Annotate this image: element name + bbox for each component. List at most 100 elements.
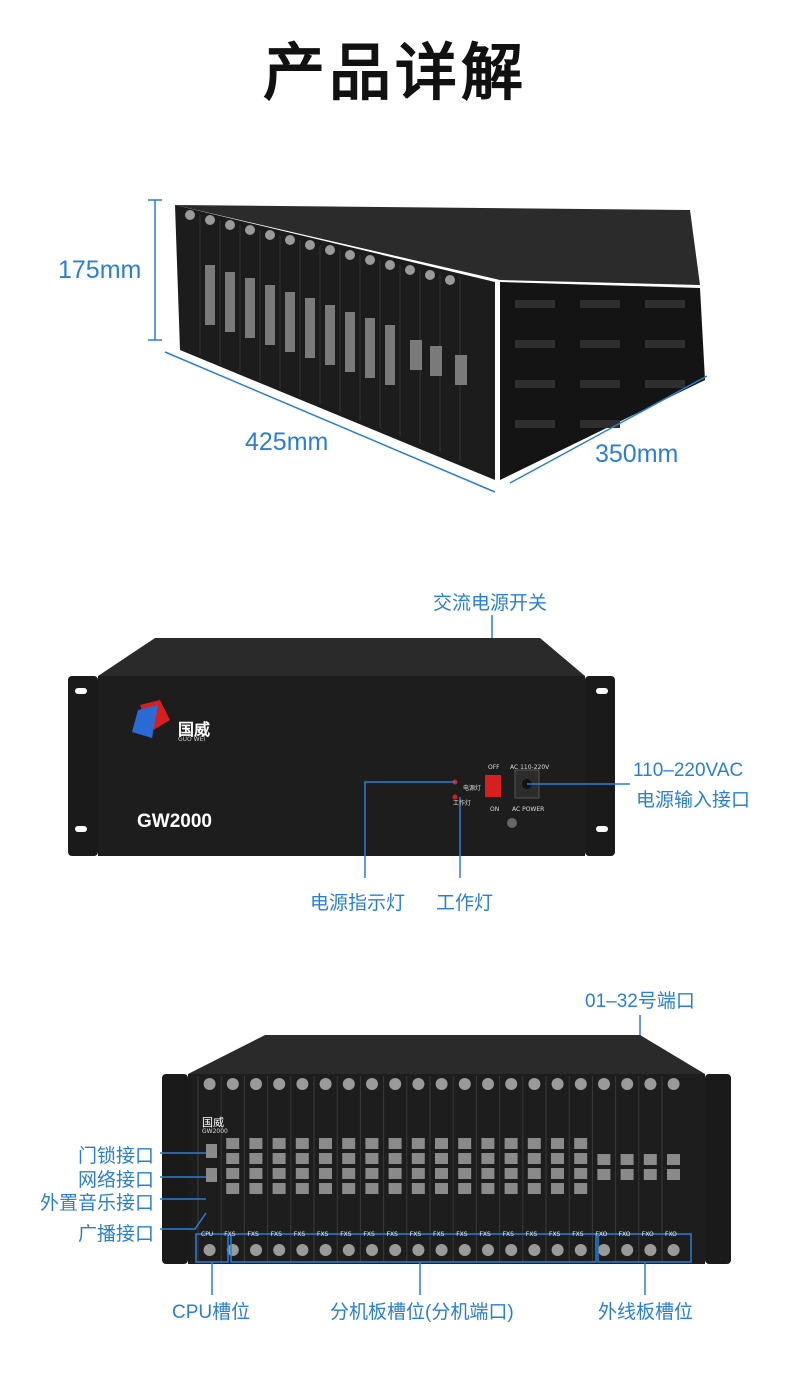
rj11-port (411, 1153, 425, 1164)
callout-network: 网络接口 (78, 1170, 155, 1191)
slot-label: FXS (317, 1231, 329, 1238)
rj11-port (481, 1138, 495, 1149)
rj11-port (272, 1183, 286, 1194)
slot-screw-knob (273, 1244, 286, 1256)
callout-cpu-slot: CPU槽位 (172, 1302, 251, 1323)
slot-screw-knob (574, 1244, 587, 1256)
slot-screw-knob (250, 1078, 262, 1090)
rear-brand-name: 国威 (202, 1116, 224, 1129)
rj11-port (551, 1183, 564, 1194)
rj11-port (295, 1138, 309, 1149)
rj11-port (481, 1153, 495, 1164)
led-power-label: 电源灯 (463, 785, 482, 792)
cpu-port (206, 1144, 217, 1158)
slot-screw-knob (574, 1078, 587, 1090)
height-dimension: 175mm (58, 256, 142, 284)
brand-sub: GUO WEI (178, 736, 206, 743)
rear-panel-image (160, 1015, 731, 1295)
slot-label: FXS (549, 1231, 561, 1238)
rj11-port (574, 1183, 588, 1194)
slot-screw-knob (505, 1078, 518, 1090)
ac-range-label: AC 110-220V (510, 764, 550, 771)
rj11-port (574, 1153, 588, 1164)
slot-screw-knob (296, 1244, 309, 1256)
slot-screw-knob (644, 1244, 657, 1256)
slot-screw-knob (505, 1244, 518, 1256)
slot-screw-knob (296, 1078, 309, 1090)
rj11-port (481, 1168, 495, 1179)
rj11-port (342, 1153, 356, 1164)
slot-screw-knob (250, 1244, 262, 1256)
rj11-port (295, 1153, 309, 1164)
width-dimension: 425mm (245, 428, 329, 456)
rj11-port (458, 1168, 472, 1179)
rj11-port (226, 1153, 240, 1164)
page-title: 产品详解 (262, 36, 527, 109)
rj11-port (504, 1138, 518, 1149)
rj11-port (481, 1183, 495, 1194)
rj11-port (458, 1153, 472, 1164)
slot-label: FXO (618, 1231, 631, 1238)
callout-ext-board-slot: 分机板槽位(分机端口) (330, 1302, 514, 1323)
rj11-port (435, 1153, 448, 1164)
slot-label: FXS (363, 1231, 375, 1238)
rj11-port (365, 1183, 379, 1194)
rj11-port (249, 1183, 263, 1194)
slot-label: CPU (201, 1231, 214, 1238)
rj11-port (365, 1138, 379, 1149)
callout-ac-input-1: 110–220VAC (633, 760, 744, 781)
rj11-port (667, 1169, 680, 1180)
slot-label: FXO (641, 1231, 654, 1238)
slot-screw-knob (342, 1244, 355, 1256)
slot-screw-knob (528, 1244, 541, 1256)
rj11-port (272, 1153, 286, 1164)
rj11-port (226, 1138, 240, 1149)
rj11-port (388, 1138, 402, 1149)
rj11-port (342, 1168, 356, 1179)
rj11-port (388, 1168, 402, 1179)
slot-screw-knob (203, 1078, 216, 1090)
rj11-port (295, 1168, 309, 1179)
slot-screw-knob (319, 1078, 332, 1090)
rj11-port (458, 1138, 472, 1149)
rj11-port (342, 1138, 356, 1149)
slot-screw-knob (551, 1078, 564, 1090)
slot-screw-knob (598, 1244, 610, 1256)
slot-screw-knob (528, 1078, 541, 1090)
rj11-port (551, 1153, 564, 1164)
slot-label: FXS (409, 1231, 422, 1238)
device-isometric-image (148, 199, 708, 493)
callout-power-indicator: 电源指示灯 (310, 893, 406, 914)
slot-screw-knob (435, 1244, 448, 1256)
rj11-port (249, 1153, 263, 1164)
slot-screw-knob (621, 1078, 634, 1090)
slot-screw-knob (667, 1078, 680, 1090)
slot-screw-knob (319, 1244, 332, 1256)
slot-label: FXS (502, 1231, 514, 1238)
model-label: GW2000 (137, 811, 212, 832)
slot-screw-knob (667, 1244, 680, 1256)
callout-door-lock: 门锁接口 (78, 1146, 155, 1167)
slot-screw-knob (598, 1078, 610, 1090)
slot-screw-knob (482, 1244, 494, 1256)
rj11-port (272, 1168, 286, 1179)
rj11-port (527, 1153, 541, 1164)
rj11-port (620, 1169, 634, 1180)
slot-screw-knob (389, 1078, 402, 1090)
rj11-port (458, 1183, 472, 1194)
switch-off-label: OFF (488, 764, 500, 771)
rj11-port (249, 1138, 263, 1149)
slot-screw-knob (366, 1244, 378, 1256)
slot-label: FXS (386, 1231, 398, 1238)
rj11-port (667, 1154, 680, 1165)
slot-screw-knob (551, 1244, 564, 1256)
slot-screw-knob (482, 1078, 494, 1090)
rj11-port (551, 1168, 564, 1179)
ac-power-label: AC POWER (512, 806, 545, 813)
slot-label: FXS (293, 1231, 306, 1238)
rj11-port (574, 1168, 588, 1179)
rj11-port (411, 1138, 425, 1149)
rj11-port (620, 1154, 634, 1165)
slot-label: FXO (665, 1231, 677, 1238)
rj11-port (551, 1138, 564, 1149)
